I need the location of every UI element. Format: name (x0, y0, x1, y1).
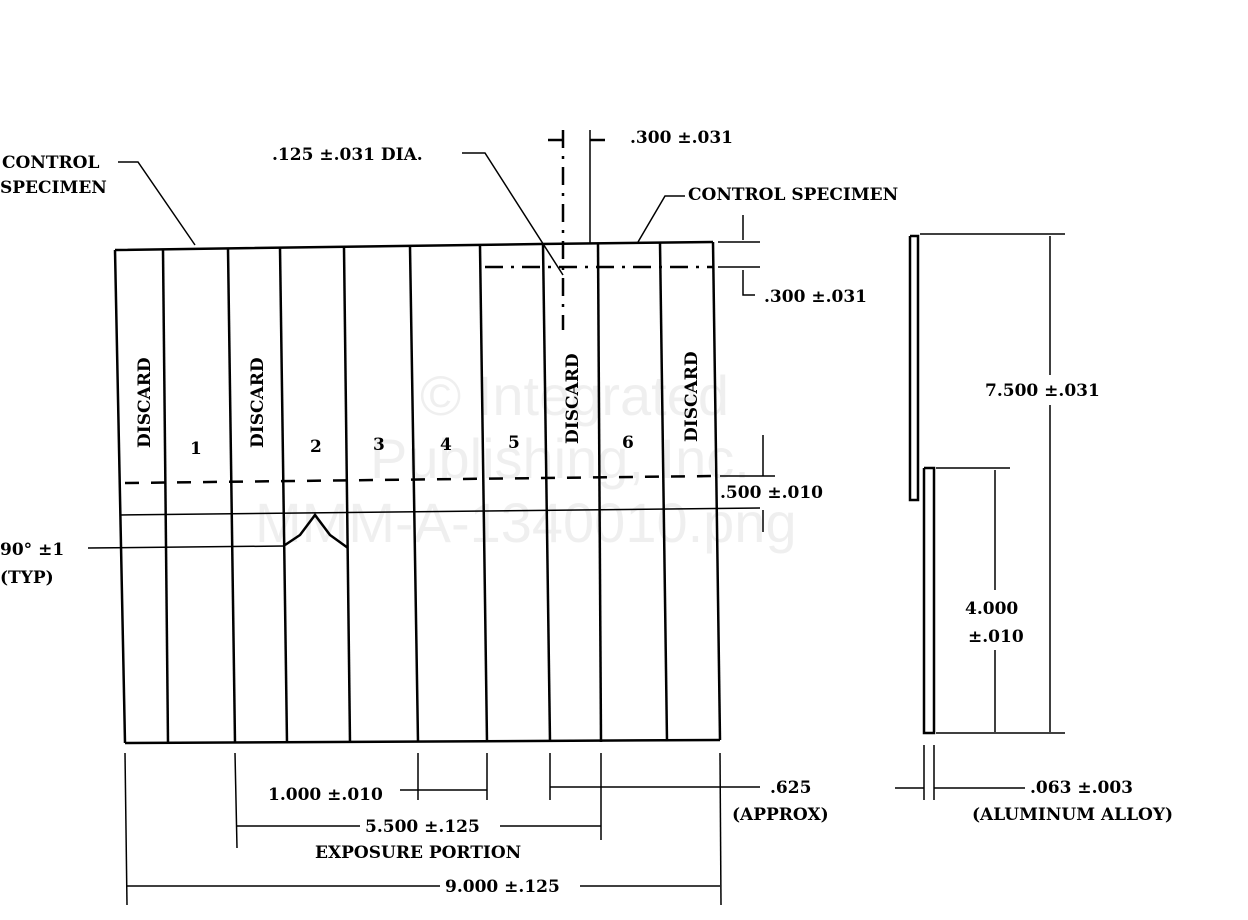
label: .063 ±.003 (1030, 778, 1133, 798)
label: CONTROL SPECIMEN (688, 185, 898, 205)
label: .300 ±.031 (764, 287, 867, 307)
label: (TYP) (0, 568, 54, 588)
label: 90° ±1 (0, 540, 64, 560)
label: .125 ±.031 DIA. (272, 145, 423, 165)
strip-label: 4 (440, 435, 452, 455)
dimension-labels: CONTROL SPECIMEN .125 ±.031 DIA. .300 ±.… (0, 128, 1173, 897)
label: 4.000 (965, 599, 1018, 619)
strip-label: 5 (508, 433, 520, 453)
label: (APPROX) (732, 805, 829, 825)
label: .300 ±.031 (630, 128, 733, 148)
watermark-line: MMM-A-1340010.png (255, 491, 797, 554)
dimension-lines (87, 138, 775, 906)
strip-label: 6 (622, 433, 634, 453)
watermark-line: Publishing, Inc. (370, 427, 750, 490)
label: CONTROL (2, 153, 99, 173)
label: ±.010 (968, 627, 1024, 647)
side-view (895, 233, 1065, 800)
strip-label: DISCARD (248, 357, 268, 448)
label: .625 (770, 778, 811, 798)
label: .500 ±.010 (720, 483, 823, 503)
label: 5.500 ±.125 (365, 817, 480, 837)
label: 7.500 ±.031 (985, 381, 1100, 401)
watermark-line: © Integrated (420, 364, 729, 427)
label: (ALUMINUM ALLOY) (972, 805, 1173, 825)
strip-label: 2 (310, 437, 322, 457)
label: 1.000 ±.010 (268, 785, 383, 805)
watermark: © Integrated Publishing, Inc. MMM-A-1340… (255, 364, 797, 554)
label: 9.000 ±.125 (445, 877, 560, 897)
strip-label: 1 (190, 439, 202, 459)
label: SPECIMEN (0, 178, 107, 198)
strip-labels: DISCARD 1 DISCARD 2 3 4 5 DISCARD 6 DISC… (135, 351, 702, 459)
strip-label: DISCARD (563, 353, 583, 444)
label: EXPOSURE PORTION (315, 843, 521, 863)
strip-label: 3 (373, 435, 385, 455)
strip-label: DISCARD (682, 351, 702, 442)
strip-label: DISCARD (135, 357, 155, 448)
panel-outline (113, 130, 761, 745)
